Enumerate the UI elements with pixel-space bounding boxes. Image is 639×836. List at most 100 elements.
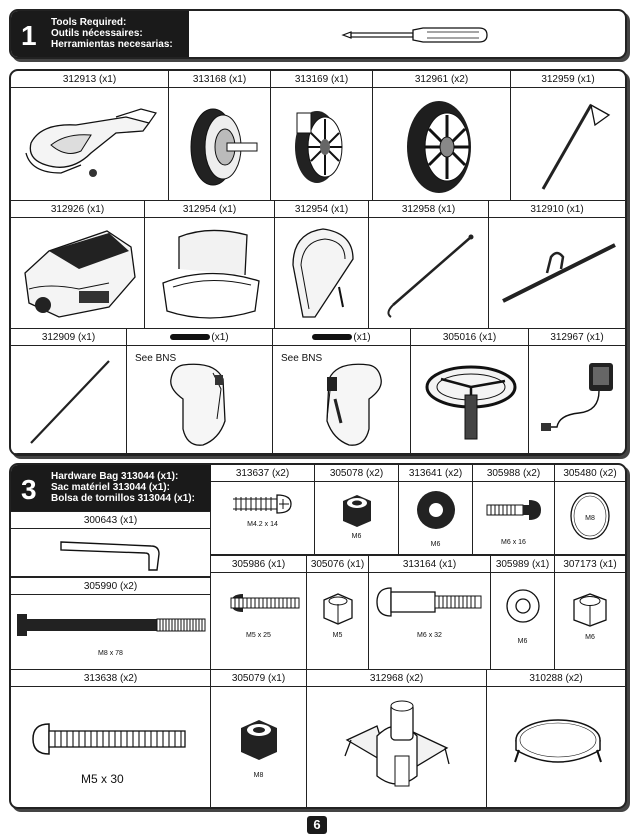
part-cell: 312959 (x1) — [511, 71, 625, 201]
allen-wrench-icon — [60, 541, 160, 571]
part-number: 313169 (x1) — [271, 71, 372, 88]
hardware-cell: 305990 (x2) M8 x 78 — [11, 577, 211, 670]
lock-nut-icon — [343, 495, 371, 527]
size-label: M4.2 x 14 — [247, 521, 278, 528]
size-label: M6 — [585, 634, 595, 641]
hardware-cell: 313164 (x1) M6 x 32 — [369, 555, 491, 670]
lock-nut-icon — [241, 720, 277, 760]
step3-title: Hardware Bag 313044 (x1): Sac matériel 3… — [51, 471, 195, 504]
part-cell: 312909 (x1) — [11, 329, 127, 454]
seat-clip-icon — [292, 228, 354, 318]
long-bolt-icon — [17, 614, 206, 636]
part-number: 312910 (x1) — [489, 201, 625, 218]
bolt-icon — [486, 500, 541, 520]
step3-number: 3 — [21, 474, 37, 505]
tire-wheel-icon — [407, 101, 471, 193]
washer-icon — [506, 589, 540, 623]
step1-panel: 1 Tools Required: Outils nécessaires: He… — [9, 9, 627, 59]
body-shell-icon — [24, 230, 136, 318]
part-number: 313168 (x1) — [169, 71, 270, 88]
part-cell: 312958 (x1) — [369, 201, 489, 329]
step3-title-box — [11, 465, 211, 511]
step1-title-line-3: Herramientas necesarias: — [51, 39, 173, 50]
part-number: 312926 (x1) — [11, 201, 144, 218]
rod-icon — [30, 360, 110, 444]
hardware-cell: 305986 (x1) M5 x 25 — [211, 555, 307, 670]
step2-panel: 312913 (x1) 313168 (x1) 313169 (x1) 3129… — [9, 69, 627, 456]
size-label: M5 — [332, 632, 343, 639]
step1-title-line-1: Tools Required: — [51, 17, 127, 28]
part-number: 310288 (x2) — [487, 670, 625, 687]
hardware-cell: 305076 (x1) M5 — [307, 555, 369, 670]
hub-cap-icon — [514, 719, 602, 763]
lock-nut-icon — [323, 593, 353, 625]
steering-wheel-icon — [425, 365, 517, 440]
step1-title-line-2: Outils nécessaires: — [51, 28, 143, 39]
part-number: 305076 (x1) — [307, 556, 368, 573]
hardware-cell: 307173 (x1) M6 — [555, 555, 625, 670]
part-number: 305078 (x2) — [315, 465, 398, 482]
hardware-cell: 305078 (x2) M6 — [315, 465, 399, 555]
part-cell: 312954 (x1) — [275, 201, 369, 329]
part-number: 312954 (x1) — [275, 201, 368, 218]
redaction-mark — [170, 334, 211, 341]
screwdriver-icon — [341, 27, 488, 43]
hardware-cell: 313637 (x2) M4.2 x 14 — [211, 465, 315, 555]
part-number: 305990 (x2) — [11, 578, 210, 595]
see-bns-note: See BNS — [135, 353, 177, 364]
step3-title-line-1: Hardware Bag 313044 (x1): — [51, 471, 179, 482]
part-number: 312968 (x2) — [307, 670, 486, 687]
shoulder-bolt-icon — [376, 587, 482, 617]
part-number: 312954 (x1) — [145, 201, 274, 218]
part-number: 313637 (x2) — [211, 465, 314, 482]
page-number: 6 — [307, 816, 327, 834]
size-label: M6 x 16 — [501, 539, 526, 546]
part-cell: 313168 (x1) — [169, 71, 271, 201]
flag-pole-icon — [541, 103, 611, 190]
size-label: M6 x 32 — [417, 632, 442, 639]
part-cell: 312961 (x2) — [373, 71, 511, 201]
motor-wheel-icon — [190, 108, 258, 186]
part-cell: 313169 (x1) — [271, 71, 373, 201]
bumper-right-icon — [170, 363, 226, 446]
redaction-mark — [312, 334, 353, 341]
part-number: 312909 (x1) — [11, 329, 126, 346]
size-label: M8 — [253, 772, 264, 779]
hardware-cell: 313638 (x2) M5 x 30 — [11, 670, 211, 807]
part-number: 312958 (x1) — [369, 201, 488, 218]
size-label: M5 x 25 — [246, 632, 271, 639]
wheel-hub-icon — [295, 111, 343, 183]
part-cell: 312926 (x1) — [11, 201, 145, 329]
part-cell: 312954 (x1) — [145, 201, 275, 329]
hardware-cell: 305988 (x2) M6 x 16 — [473, 465, 555, 555]
hardware-cell: 312968 (x2) — [307, 670, 487, 807]
size-label: M8 x 78 — [98, 650, 123, 657]
bolt-icon — [32, 723, 186, 755]
part-number: 307173 (x1) — [555, 556, 625, 573]
step1-title-box — [11, 11, 189, 57]
part-number: (x1) — [127, 329, 272, 346]
part-number: 313641 (x2) — [399, 465, 472, 482]
part-cell: (x1) See BNS — [273, 329, 411, 454]
step3-title-line-3: Bolsa de tornillos 313044 (x1): — [51, 493, 195, 504]
part-number: (x1) — [273, 329, 410, 346]
charger-icon — [541, 363, 613, 431]
part-number: 305986 (x1) — [211, 556, 306, 573]
part-number: 312959 (x1) — [511, 71, 625, 88]
hardware-cell: 313641 (x2) M6 — [399, 465, 473, 555]
part-number: 305480 (x2) — [555, 465, 625, 482]
part-cell: 300643 (x1) — [11, 511, 211, 577]
part-number: 305988 (x2) — [473, 465, 554, 482]
part-number: 312967 (x1) — [529, 329, 625, 346]
bolt-icon — [230, 594, 300, 612]
size-label: M6 — [351, 533, 362, 540]
part-number: 312913 (x1) — [11, 71, 168, 88]
part-number: 305079 (x1) — [211, 670, 306, 687]
part-cell: 312967 (x1) — [529, 329, 625, 454]
hardware-cell: 305480 (x2) M8 — [555, 465, 625, 555]
part-number: 313638 (x2) — [11, 670, 210, 687]
part-cell: 312913 (x1) — [11, 71, 169, 201]
size-label: M5 x 30 — [81, 772, 124, 786]
step1-number: 1 — [21, 20, 37, 51]
lock-nut-icon — [573, 593, 607, 627]
